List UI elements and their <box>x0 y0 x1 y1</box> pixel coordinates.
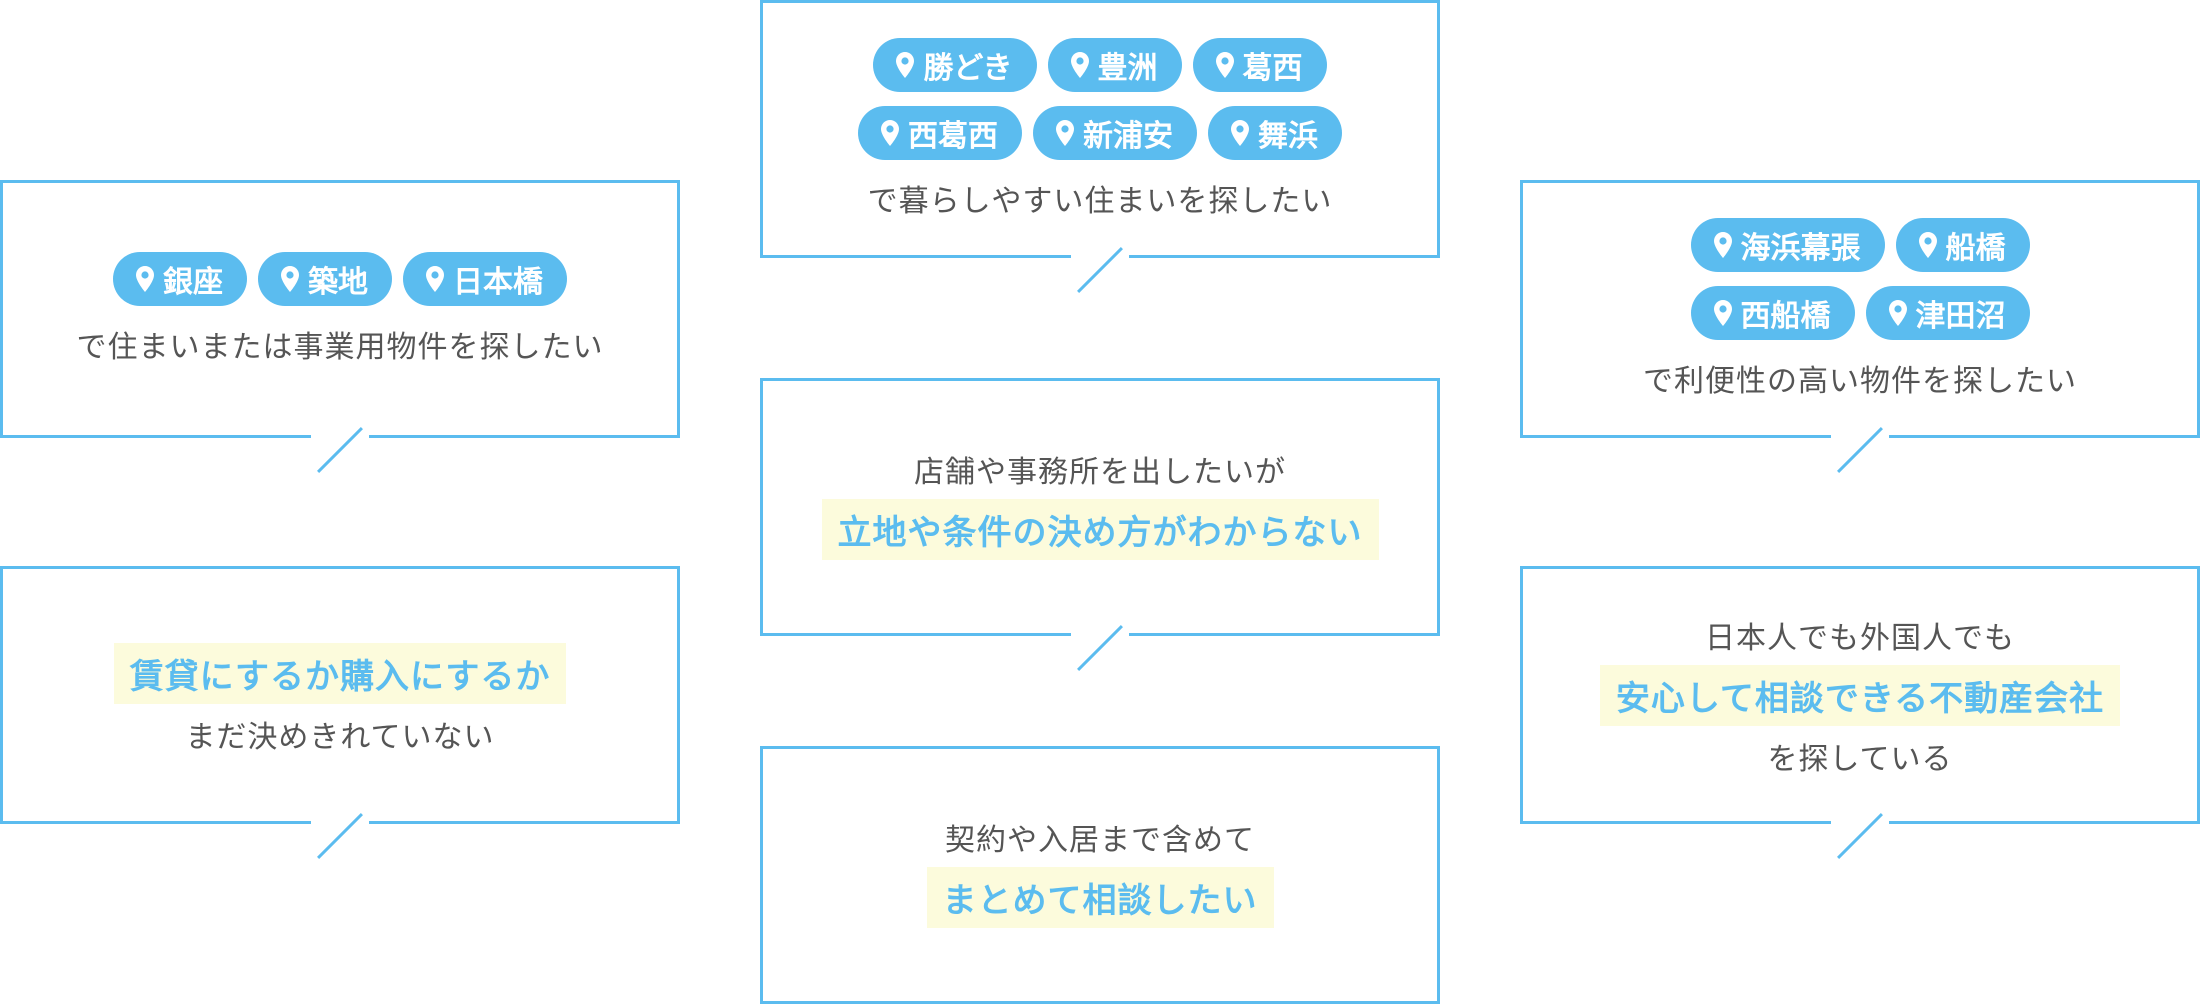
bubble-text: 契約や入居まで含めて <box>945 822 1255 858</box>
location-tag: 舞浜 <box>1208 106 1342 160</box>
tag-label: 勝どき <box>923 51 1013 86</box>
bubble-tail-gap <box>1071 631 1129 636</box>
location-tag: 船橋 <box>1895 218 2030 272</box>
map-pin-icon <box>896 52 915 78</box>
highlight-text: 立地や条件の決め方がわからない <box>821 498 1379 560</box>
tag-label: 日本橋 <box>453 265 543 300</box>
map-pin-icon <box>1215 52 1234 78</box>
bubble-rent: 賃貸にするか購入にするか まだ決めきれていない <box>0 566 680 859</box>
tag-row: 西船橋 津田沼 <box>1690 286 2030 340</box>
tag-label: 築地 <box>308 265 368 300</box>
tag-label: 西葛西 <box>908 119 998 154</box>
location-tag: 西葛西 <box>858 106 1022 160</box>
tag-label: 西船橋 <box>1740 299 1831 334</box>
map-pin-icon <box>1231 120 1249 146</box>
bubble-text: を探している <box>1767 741 1953 777</box>
location-tag: 海浜幕張 <box>1690 218 1885 272</box>
tag-row: 海浜幕張 船橋 <box>1690 218 2030 272</box>
tag-label: 舞浜 <box>1258 119 1318 154</box>
bubble-kachidoki: 勝どき 豊洲 葛西 西葛西 新浦安 舞浜 で暮らしやすい住まいを探したい <box>760 0 1440 293</box>
location-tag: 豊洲 <box>1047 38 1182 92</box>
bubble-text: で利便性の高い物件を探したい <box>1643 364 2077 399</box>
bubble-text: で住まいまたは事業用物件を探したい <box>76 330 604 365</box>
tag-label: 津田沼 <box>1915 299 2006 334</box>
bubble-text: 店舗や事務所を出したいが <box>914 454 1286 490</box>
tag-label: 船橋 <box>1945 231 2006 266</box>
location-tag: 津田沼 <box>1865 286 2030 340</box>
map-pin-icon <box>1713 300 1732 326</box>
tag-label: 新浦安 <box>1083 119 1173 154</box>
highlight-text: 安心して相談できる不動産会社 <box>1599 664 2121 726</box>
tag-group: 海浜幕張 船橋 西船橋 津田沼 <box>1690 218 2030 340</box>
bubble-store: 店舗や事務所を出したいが 立地や条件の決め方がわからない <box>760 378 1440 671</box>
location-tag: 銀座 <box>113 252 247 306</box>
location-tag: 葛西 <box>1192 38 1327 92</box>
map-pin-icon <box>1918 232 1937 258</box>
map-pin-icon <box>1713 232 1732 258</box>
bubble-makuhari: 海浜幕張 船橋 西船橋 津田沼 で利便性の高い物件を探したい <box>1520 180 2200 473</box>
bubble-contract: 契約や入居まで含めて まとめて相談したい <box>760 746 1440 1004</box>
tag-label: 葛西 <box>1242 51 1303 86</box>
map-pin-icon <box>1056 120 1074 146</box>
tag-row: 銀座 築地 日本橋 <box>113 252 567 306</box>
tag-label: 豊洲 <box>1097 51 1158 86</box>
bubble-tail-gap <box>311 433 369 438</box>
location-tag: 新浦安 <box>1033 106 1197 160</box>
tag-row: 西葛西 新浦安 舞浜 <box>858 106 1342 160</box>
map-pin-icon <box>426 266 444 292</box>
tag-label: 海浜幕張 <box>1740 231 1861 266</box>
bubble-tail-gap <box>1071 253 1129 258</box>
location-tag: 日本橋 <box>403 252 567 306</box>
bubble-tail-gap <box>311 819 369 824</box>
bubble-foreign: 日本人でも外国人でも 安心して相談できる不動産会社 を探している <box>1520 566 2200 859</box>
map-pin-icon <box>1070 52 1089 78</box>
bubble-ginza: 銀座 築地 日本橋 で住まいまたは事業用物件を探したい <box>0 180 680 473</box>
tag-label: 銀座 <box>163 265 223 300</box>
location-tag: 築地 <box>258 252 392 306</box>
highlight-text: まとめて相談したい <box>926 866 1274 928</box>
tag-row: 勝どき 豊洲 葛西 <box>873 38 1327 92</box>
bubble-tail-gap <box>1831 433 1889 438</box>
map-pin-icon <box>281 266 299 292</box>
map-pin-icon <box>1888 300 1907 326</box>
tag-group: 銀座 築地 日本橋 <box>113 252 567 306</box>
bubble-text: まだ決めきれていない <box>185 719 495 755</box>
tag-group: 勝どき 豊洲 葛西 西葛西 新浦安 舞浜 <box>858 38 1342 160</box>
map-pin-icon <box>136 266 154 292</box>
map-pin-icon <box>881 120 899 146</box>
location-tag: 勝どき <box>873 38 1037 92</box>
location-tag: 西船橋 <box>1690 286 1855 340</box>
bubble-text: で暮らしやすい住まいを探したい <box>867 184 1333 219</box>
highlight-text: 賃貸にするか購入にするか <box>113 642 567 704</box>
bubble-tail-gap <box>1831 819 1889 824</box>
bubble-text: 日本人でも外国人でも <box>1705 620 2015 656</box>
